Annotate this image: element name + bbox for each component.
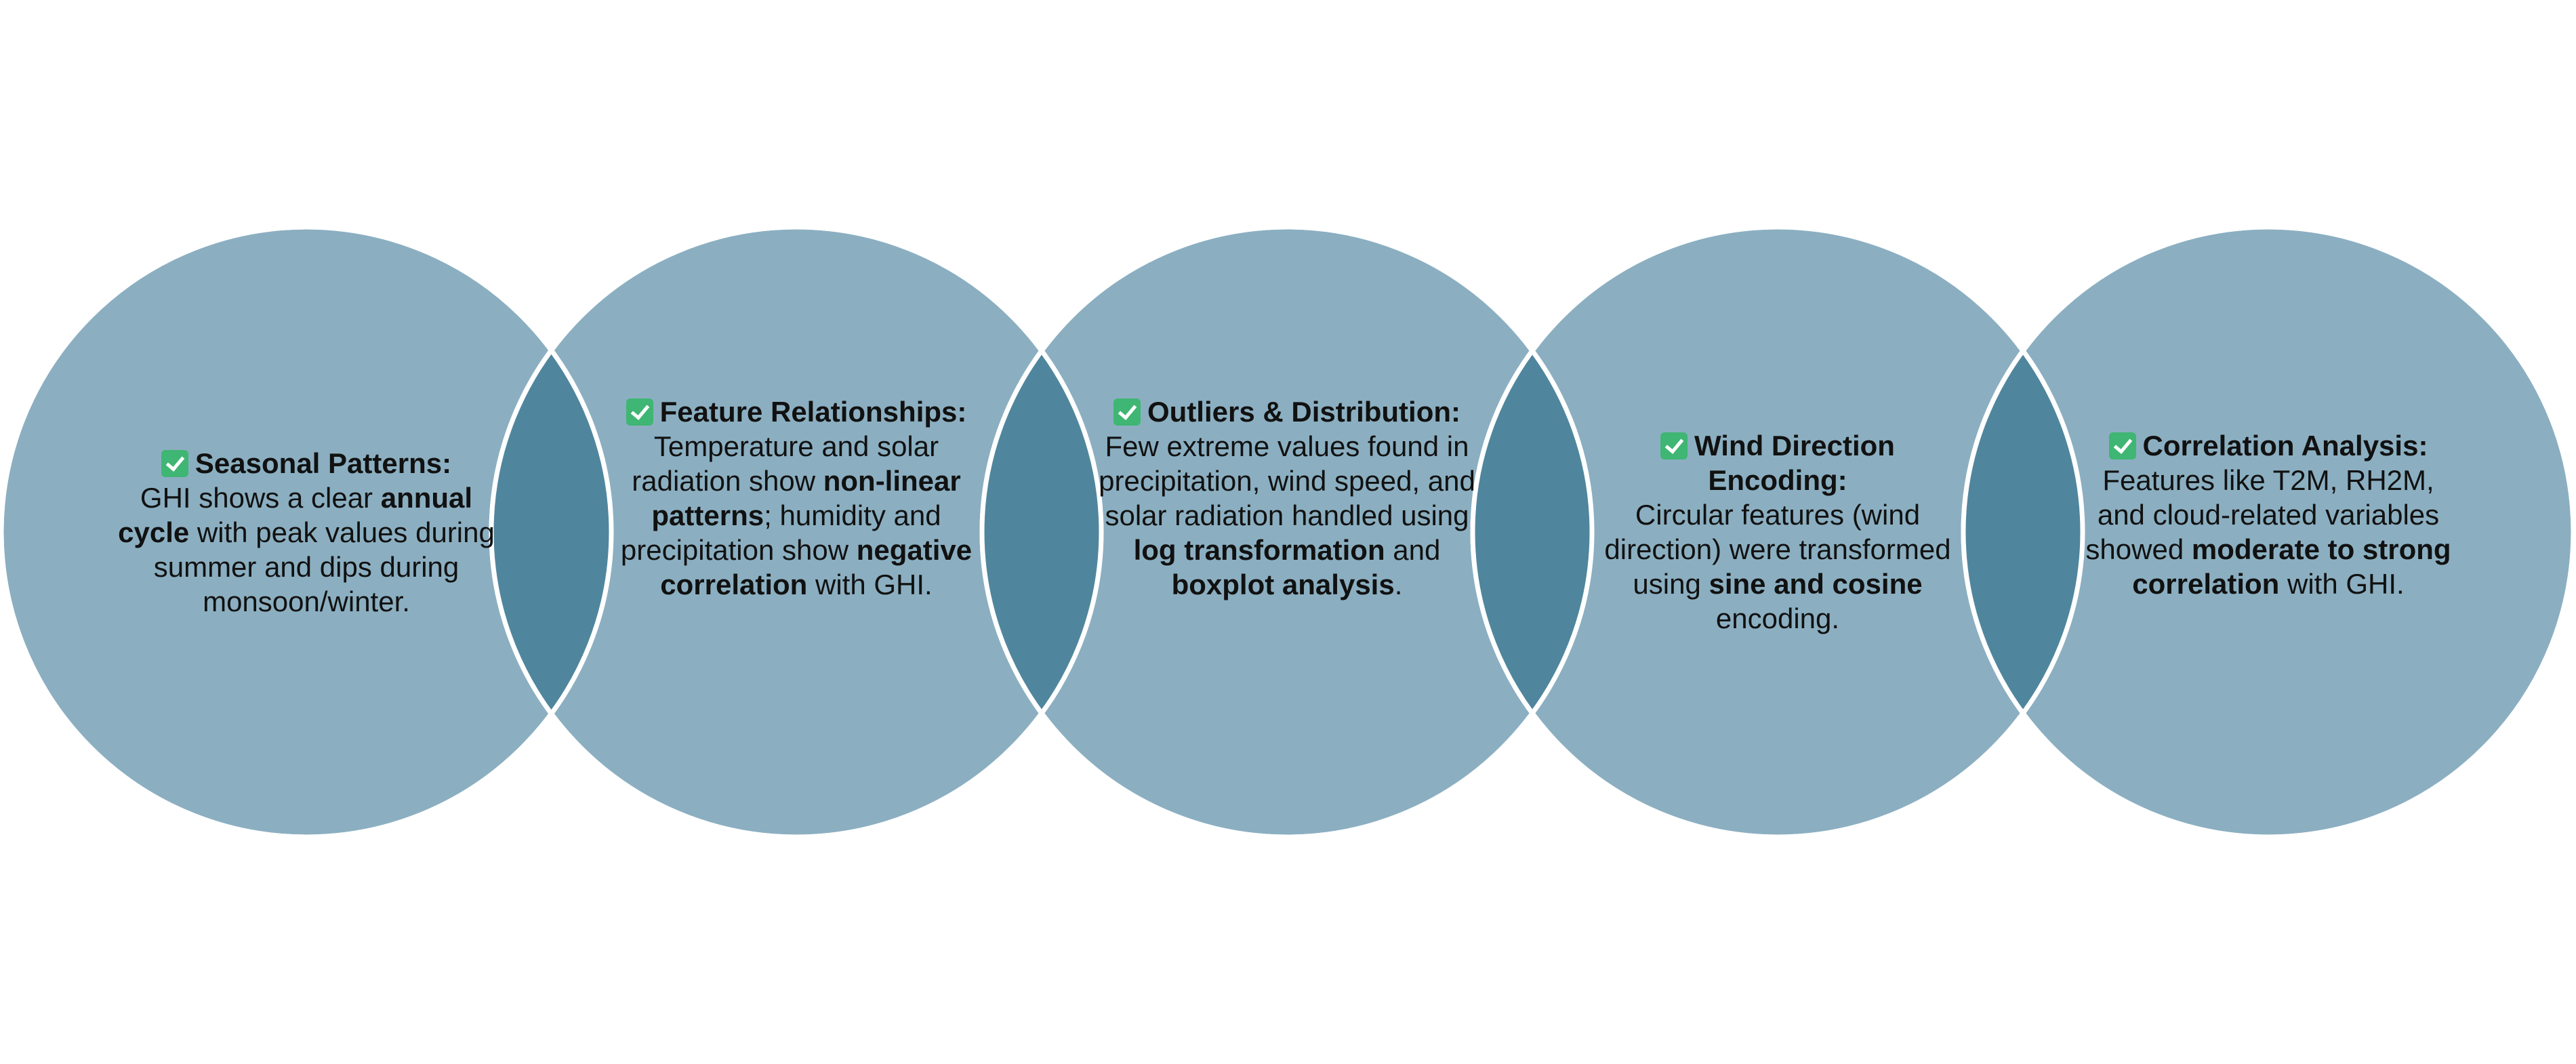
- check-mark-icon: [161, 450, 188, 477]
- emphasis-text: negative correlation: [660, 534, 973, 600]
- body-text: Circular features (wind direction) were …: [1604, 499, 1951, 600]
- body-text: with GHI.: [807, 569, 933, 600]
- circle-text-seasonal-patterns: Seasonal Patterns: GHI shows a clear ann…: [117, 446, 496, 619]
- circle-outline-1: [0, 224, 614, 840]
- circle-outline-3: [979, 224, 1595, 840]
- body-text: and: [1385, 534, 1441, 566]
- check-mark-icon: [2108, 432, 2136, 459]
- emphasis-text: annual cycle: [118, 482, 473, 548]
- body-text: with peak values during summer and dips …: [153, 516, 495, 617]
- circle-title: Seasonal Patterns:: [195, 447, 452, 479]
- emphasis-text: moderate to strong correlation: [2132, 533, 2451, 600]
- emphasis-text: boxplot analysis: [1171, 569, 1395, 600]
- circle-outline-4: [1470, 224, 2085, 840]
- circle-text-outliers-distribution: Outliers & Distribution: Few extreme val…: [1097, 394, 1477, 602]
- emphasis-text: non-linear patterns: [651, 465, 961, 531]
- circle-body: Features like T2M, RH2M, and cloud-relat…: [2085, 464, 2451, 600]
- body-text: Features like T2M, RH2M, and cloud-relat…: [2085, 464, 2440, 565]
- check-mark-icon: [626, 398, 653, 426]
- check-mark-icon: [1660, 432, 1688, 459]
- body-text: Temperature and solar radiation show: [632, 430, 939, 497]
- circle-title: Outliers & Distribution:: [1147, 396, 1460, 428]
- circle-text-correlation-analysis: Correlation Analysis: Features like T2M,…: [2079, 428, 2458, 601]
- circle-body: GHI shows a clear annual cycle with peak…: [118, 482, 495, 617]
- circle-outline-5: [1961, 224, 2576, 840]
- circle-title: Feature Relationships:: [659, 396, 967, 428]
- circle-body: Few extreme values found in precipitatio…: [1099, 430, 1475, 600]
- body-text: encoding.: [1715, 602, 1840, 634]
- circle-title: Correlation Analysis:: [2142, 430, 2428, 462]
- emphasis-text: sine and cosine: [1709, 568, 1923, 600]
- circle-title: Wind Direction Encoding:: [1694, 430, 1895, 496]
- circle-outline-2: [489, 224, 1104, 840]
- body-text: .: [1394, 569, 1403, 600]
- circle-text-wind-direction-encoding: Wind Direction Encoding: Circular featur…: [1588, 428, 1967, 636]
- circle-body: Temperature and solar radiation show non…: [621, 430, 972, 600]
- emphasis-text: log transformation: [1133, 534, 1385, 566]
- circle-text-feature-relationships: Feature Relationships: Temperature and s…: [607, 394, 986, 602]
- circle-body: Circular features (wind direction) were …: [1604, 499, 1950, 634]
- body-text: ; humidity and precipitation show: [620, 499, 941, 566]
- body-text: GHI shows a clear: [140, 482, 381, 514]
- check-mark-icon: [1113, 398, 1141, 426]
- body-text: with GHI.: [2279, 568, 2405, 600]
- body-text: Few extreme values found in precipitatio…: [1099, 430, 1475, 531]
